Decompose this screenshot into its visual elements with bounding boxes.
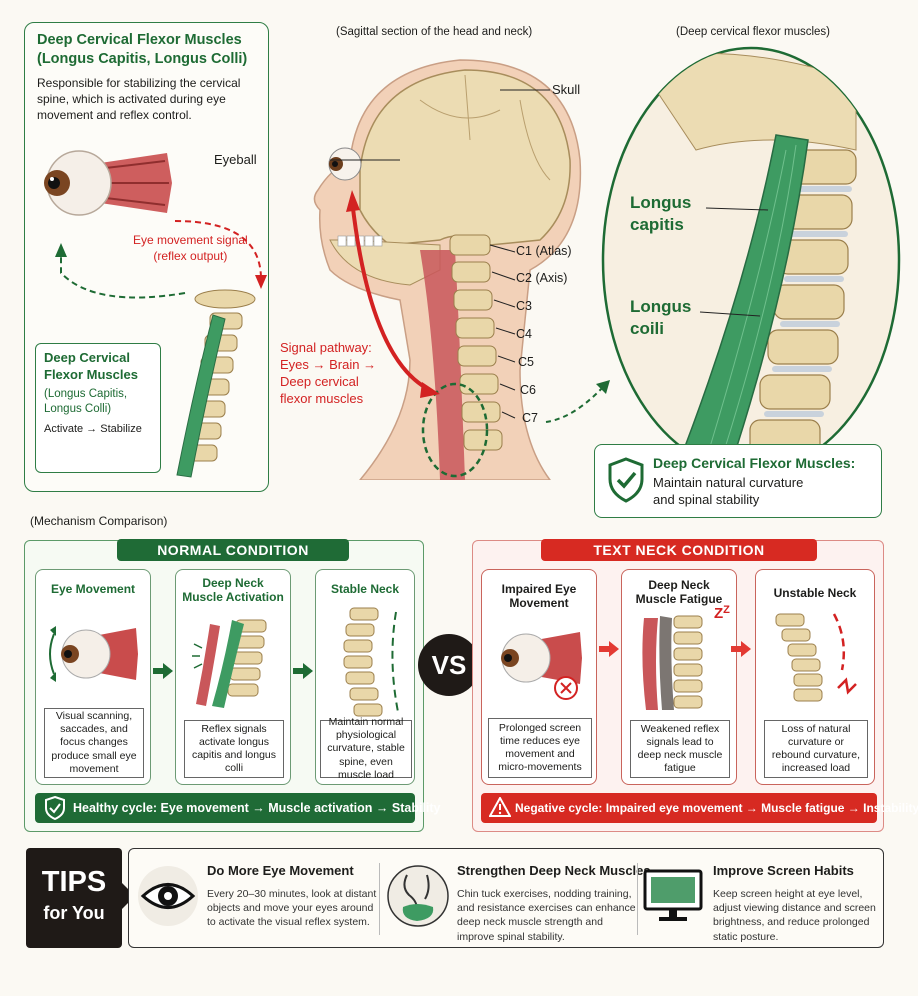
text-neck-condition-banner: TEXT NECK CONDITION [541, 539, 817, 561]
eyeball-illustration [44, 150, 172, 216]
activated-neck-muscle-icon [192, 619, 267, 708]
left-panel-title: Deep Cervical Flexor Muscles (Longus Cap… [37, 32, 248, 67]
card-caption: Visual scanning, saccades, and focus cha… [44, 708, 144, 778]
tip-text: Chin tuck exercises, nodding training, a… [457, 888, 636, 943]
muscle-summary-action: Activate → Stabilize [44, 422, 142, 435]
center-caption: (Sagittal section of the head and neck) [336, 26, 533, 38]
warning-icon [489, 797, 511, 817]
vertebra-label: C7 [522, 411, 538, 425]
unstable-spine-icon [775, 613, 857, 702]
card-title: Impaired Eye Movement [501, 582, 577, 611]
normal-card-muscle-activation: Deep Neck Muscle Activation Reflex signa… [175, 569, 291, 785]
shield-check-icon [45, 796, 65, 820]
muscle-summary-subtitle: (Longus Capitis, Longus Colli) [44, 387, 128, 415]
vertebra-label: C3 [516, 299, 532, 313]
arrow-right-icon [293, 663, 313, 679]
fatigued-neck-muscle-icon [642, 615, 703, 710]
eye-icon [138, 866, 198, 926]
textneck-card-impaired-eye: Impaired Eye Movement Prolonged screen t… [481, 569, 597, 785]
card-title: Deep Neck Muscle Fatigue [635, 578, 723, 607]
muscle-summary-title: Deep Cervical Flexor Muscles [44, 350, 138, 382]
tips-badge-title: TIPS [41, 866, 107, 898]
arrow-right-icon [731, 641, 751, 657]
tips-badge: TIPS for You [26, 848, 122, 948]
normal-card-stable-neck: Stable Neck Maintain normal physiologica… [315, 569, 415, 785]
normal-card-eye-movement: Eye Movement Visual scanning, saccades, … [35, 569, 151, 785]
comparison-caption: (Mechanism Comparison) [30, 514, 168, 528]
textneck-card-unstable-neck: Unstable Neck Loss of natural curvature … [755, 569, 875, 785]
tips-divider [637, 863, 638, 935]
reflex-loop-arrows [55, 220, 267, 299]
card-title: Stable Neck [330, 582, 400, 596]
normal-condition-banner: NORMAL CONDITION [117, 539, 349, 561]
fatigue-zzz-mark: ZZ [714, 604, 730, 622]
tip-title: Improve Screen Habits [713, 863, 854, 878]
negative-cycle-text: Negative cycle: Impaired eye movement → … [515, 801, 918, 815]
signal-pathway-label: Signal pathway: Eyes → Brain → Deep cerv… [280, 340, 377, 406]
head-neck-sagittal-section [313, 59, 582, 480]
eye-movement-icon [49, 626, 138, 682]
tips-panel: Do More Eye Movement Every 20–30 minutes… [128, 848, 884, 948]
skull-label: Skull [552, 82, 581, 97]
vertebra-label: C6 [520, 383, 536, 397]
arrow-right-icon [153, 663, 173, 679]
left-panel-description: Responsible for stabilizing the cervical… [37, 76, 241, 123]
arrow-right-icon [599, 641, 619, 657]
vertebra-label: C1 (Atlas) [516, 244, 572, 258]
monitor-icon [643, 869, 703, 921]
eyeball-label: Eyeball [214, 152, 257, 167]
stability-summary-title: Deep Cervical Flexor Muscles: [653, 455, 856, 471]
card-caption: Reflex signals activate longus capitis a… [184, 720, 284, 778]
shield-check-icon [608, 457, 644, 503]
card-title: Eye Movement [50, 582, 136, 596]
longus-capitis-label: Longus capitis [630, 193, 692, 235]
card-title: Unstable Neck [773, 586, 857, 600]
vertebra-label: C5 [518, 355, 534, 369]
vertebra-label: C2 (Axis) [516, 271, 568, 285]
vs-text: VS [431, 650, 467, 680]
card-caption: Maintain normal physiological curvature,… [320, 716, 412, 781]
tip-text: Keep screen height at eye level, adjust … [713, 888, 876, 943]
stability-summary-text: Maintain natural curvature and spinal st… [653, 475, 804, 507]
card-caption: Prolonged screen time reduces eye moveme… [488, 718, 592, 778]
muscle-summary-box: Deep Cervical Flexor Muscles (Longus Cap… [35, 343, 161, 473]
tip-title: Strengthen Deep Neck Muscles [457, 863, 651, 878]
card-title: Deep Neck Muscle Activation [182, 576, 284, 605]
textneck-card-muscle-fatigue: Deep Neck Muscle Fatigue ZZ Weakened ref… [621, 569, 737, 785]
small-spine-illustration [176, 289, 256, 478]
tips-badge-subtitle: for You [43, 903, 105, 923]
neck-icon [387, 865, 449, 927]
stable-spine-icon [343, 607, 399, 717]
longus-colli-label: Longus coili [630, 297, 692, 339]
negative-cycle-footer: Negative cycle: Impaired eye movement → … [481, 793, 918, 823]
zoomed-muscle-illustration [601, 46, 901, 474]
vs-badge: VS [418, 634, 480, 696]
tip-title: Do More Eye Movement [207, 863, 354, 878]
text-neck-condition-panel: TEXT NECK CONDITION Impaired Eye Movemen… [472, 539, 918, 832]
eye-movement-signal-label: Eye movement signal (reflex output) [133, 233, 248, 263]
card-caption: Loss of natural curvature or rebound cur… [764, 720, 868, 778]
card-caption: Weakened reflex signals lead to deep nec… [630, 720, 730, 778]
healthy-cycle-footer: Healthy cycle: Eye movement → Muscle act… [35, 793, 441, 823]
vertebra-label: C4 [516, 327, 532, 341]
stability-summary-box: Deep Cervical Flexor Muscles: Maintain n… [594, 444, 882, 518]
impaired-eye-icon [501, 632, 582, 700]
zoom-connector-arrow [545, 380, 610, 423]
tip-text: Every 20–30 minutes, look at distant obj… [207, 888, 377, 929]
tips-divider [379, 863, 380, 935]
left-info-panel: Deep Cervical Flexor Muscles (Longus Cap… [24, 22, 269, 492]
healthy-cycle-text: Healthy cycle: Eye movement → Muscle act… [73, 801, 441, 815]
right-caption: (Deep cervical flexor muscles) [676, 26, 831, 38]
normal-condition-panel: NORMAL CONDITION Eye Movement Visual sca… [24, 539, 441, 832]
